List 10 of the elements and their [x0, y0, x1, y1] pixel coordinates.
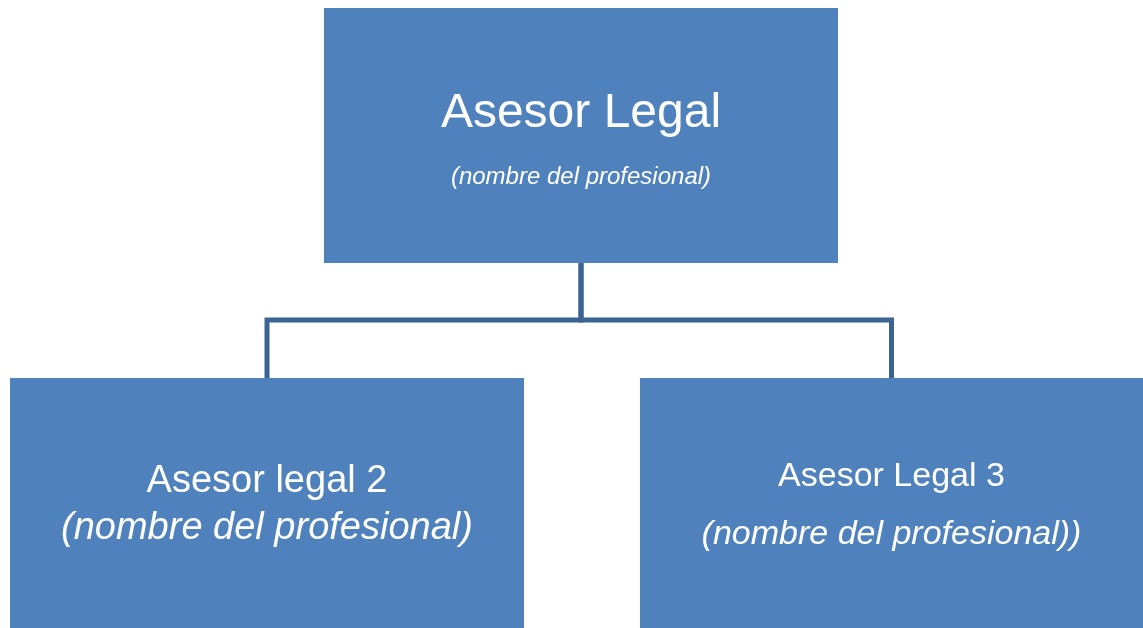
- role-subtitle: (nombre del profesional)): [701, 512, 1082, 553]
- connector-line: [578, 263, 894, 378]
- role-title: Asesor Legal: [440, 82, 722, 139]
- role-title: Asesor Legal 3: [778, 453, 1005, 495]
- role-title: Asesor legal 2: [146, 456, 388, 502]
- role-box: [324, 8, 838, 263]
- role-subtitle: (nombre del profesional): [450, 160, 712, 191]
- role-box: [10, 378, 524, 628]
- role-box: [640, 378, 1143, 628]
- role-subtitle: (nombre del profesional): [61, 504, 473, 549]
